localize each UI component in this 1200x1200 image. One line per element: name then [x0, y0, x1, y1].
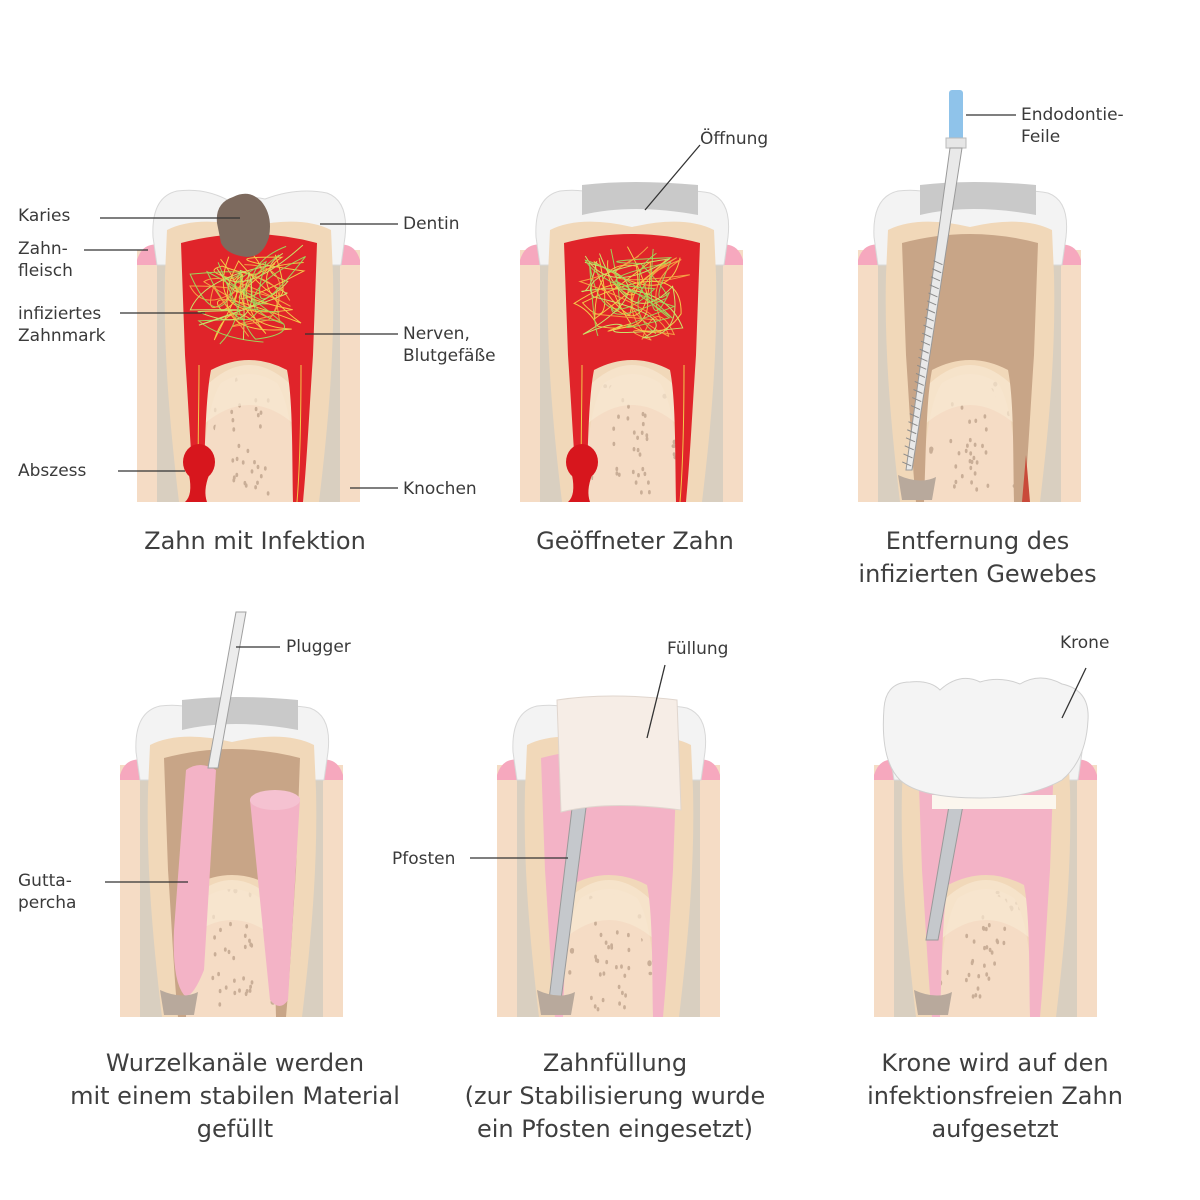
label-abszess: Abszess: [18, 461, 87, 481]
label-nerven: Nerven, Blutgefäße: [403, 324, 496, 366]
apex-plug: [537, 990, 575, 1015]
caption-filling: Zahnfüllung (zur Stabilisierung wurde ei…: [464, 1049, 766, 1143]
leader-oeffnung: [644, 144, 701, 211]
infected-pulp: [181, 234, 317, 502]
apex-plug: [898, 475, 936, 500]
gutta-percha-right: [250, 792, 300, 1006]
crown: [882, 677, 1089, 799]
label-zahnfleisch: Zahn- fleisch: [18, 239, 73, 281]
label-fuellung: Füllung: [667, 639, 729, 659]
tooth-infection: [137, 189, 360, 503]
abscess: [566, 444, 598, 480]
label-guttapercha: Gutta- percha: [18, 871, 77, 913]
tooth-removal: [858, 182, 1081, 502]
label-karies: Karies: [18, 206, 71, 226]
apex-plug: [160, 990, 198, 1015]
apex-plug: [914, 990, 952, 1015]
tooth-filling: [497, 695, 720, 1017]
crown-base: [932, 795, 1056, 809]
label-knochen: Knochen: [403, 479, 477, 499]
label-pfosten: Pfosten: [392, 849, 456, 869]
gutta-percha-left: [173, 765, 216, 996]
label-oeffnung: Öffnung: [700, 129, 769, 149]
filling: [556, 695, 682, 813]
caption-opened: Geöffneter Zahn: [536, 527, 734, 555]
access-opening: [582, 182, 698, 215]
caries: [216, 193, 270, 257]
endodontie-feile-instrument: [902, 90, 967, 471]
bone-furcation: [592, 379, 671, 502]
nerves-vessels: [189, 244, 306, 503]
label-plugger: Plugger: [286, 637, 351, 657]
access-opening: [182, 697, 298, 730]
bone-furcation: [946, 894, 1025, 1017]
caption-crown: Krone wird auf den infektionsfreien Zahn…: [867, 1049, 1123, 1143]
nerves-vessels: [573, 246, 690, 503]
label-krone: Krone: [1060, 633, 1110, 653]
leader-krone: [1061, 667, 1087, 719]
infected-pulp: [564, 234, 700, 502]
caption-removal: Entfernung des infizierten Gewebes: [858, 527, 1097, 588]
tooth-opened: [520, 182, 743, 503]
tooth-filled: [120, 697, 343, 1017]
label-zahnmark: infiziertes Zahnmark: [18, 304, 106, 346]
plugger-shaft: [207, 611, 247, 769]
caption-filled: Wurzelkanäle werden mit einem stabilen M…: [70, 1049, 400, 1143]
leader-fuellung: [646, 664, 666, 739]
abscess: [183, 444, 215, 480]
label-feile: Endodontie- Feile: [1021, 105, 1124, 147]
file-shaft: [905, 147, 963, 471]
plugger-instrument: [207, 611, 247, 769]
file-handle: [949, 90, 963, 144]
bone-furcation: [569, 894, 648, 1017]
tooth-crown: [874, 704, 1097, 1017]
bone-furcation: [209, 379, 288, 502]
label-dentin: Dentin: [403, 214, 460, 234]
caption-infection: Zahn mit Infektion: [144, 527, 366, 555]
